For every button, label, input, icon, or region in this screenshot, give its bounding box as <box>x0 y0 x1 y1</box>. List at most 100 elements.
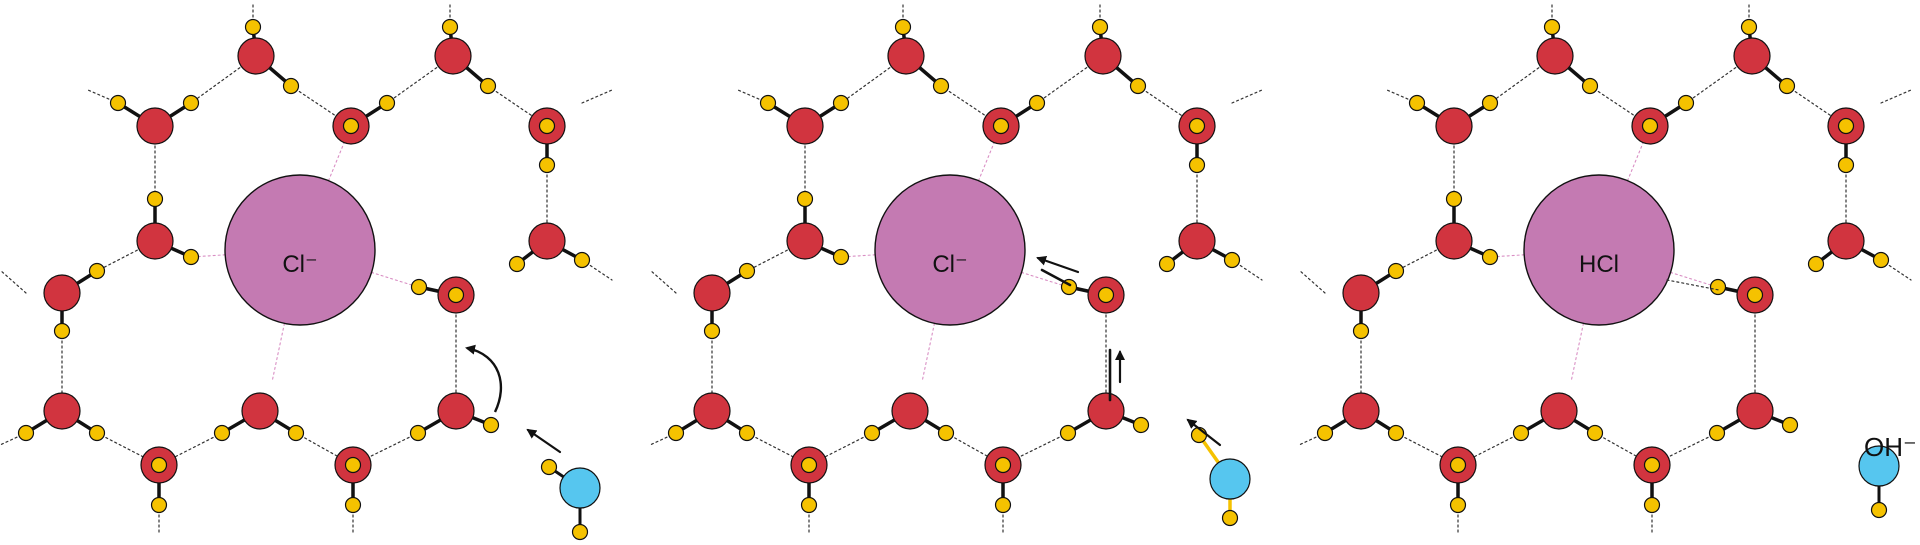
hydrogen-atom <box>1408 94 1426 112</box>
hydrogen-atom <box>282 77 300 95</box>
hydrogen-atom <box>1778 77 1796 95</box>
hydrogen-atom-front <box>538 117 556 135</box>
hydrogen-atom <box>800 496 818 514</box>
hydroxide-hydrogen <box>1221 509 1239 527</box>
oxygen-atom <box>437 392 475 430</box>
hydrogen-atom <box>482 416 500 434</box>
hydrogen-bond <box>1880 89 1912 104</box>
hydrogen-atom <box>1781 416 1799 434</box>
hydrogen-atom <box>1512 424 1530 442</box>
hydrogen-atom <box>1481 248 1499 266</box>
hydrogen-bond <box>1395 432 1459 466</box>
oxygen-atom <box>786 107 824 145</box>
hydrogen-atom <box>832 248 850 266</box>
oxygen-atom <box>1435 107 1473 145</box>
hydrogen-bond <box>1298 269 1326 294</box>
hydrogen-atom <box>759 94 777 112</box>
oxygen-atom <box>1540 392 1578 430</box>
oxygen-atom <box>528 222 566 260</box>
oxygen-atom <box>237 37 275 75</box>
hydrogen-atom <box>213 424 231 442</box>
hydrogen-atom <box>182 94 200 112</box>
hydrogen-atom-front <box>1641 117 1659 135</box>
hydrogen-atom <box>703 322 721 340</box>
hydrogen-atom <box>832 94 850 112</box>
oxygen-atom <box>693 392 731 430</box>
oxygen-atom <box>136 222 174 260</box>
arrow-to-chloride <box>1036 255 1080 274</box>
ion-sphere <box>874 174 1026 326</box>
hydrogen-atom <box>932 77 950 95</box>
hydrogen-atom-front <box>1837 117 1855 135</box>
hydrogen-atom <box>1581 77 1599 95</box>
oxygen-atom <box>136 107 174 145</box>
oxygen-atom <box>693 274 731 312</box>
hydrogen-atom <box>1807 255 1825 273</box>
oxygen-atom <box>1733 37 1771 75</box>
hydroxide-label: OH⁻ <box>1864 432 1917 462</box>
arrow-proton-transfer <box>1186 418 1222 447</box>
oxygen-atom <box>1342 392 1380 430</box>
hydrogen-atom <box>738 262 756 280</box>
hydrogen-bond <box>581 89 613 104</box>
hydrogen-atom <box>796 190 814 208</box>
curved-arrow <box>465 344 503 413</box>
hydrogen-atom <box>1677 94 1695 112</box>
hydrogen-atom <box>1740 18 1758 36</box>
hydrogen-atom <box>508 255 526 273</box>
hydrogen-bond <box>1685 55 1753 104</box>
hydrogen-atom <box>150 496 168 514</box>
hydrogen-atom-front <box>447 286 465 304</box>
hydroxide-hydrogen <box>540 458 558 476</box>
oxygen-atom <box>1342 274 1380 312</box>
hydrogen-bond <box>0 269 27 294</box>
hydrogen-atom <box>667 424 685 442</box>
hydrogen-atom <box>1091 18 1109 36</box>
hydrogen-bond <box>190 55 257 104</box>
hydrogen-atom <box>1387 424 1405 442</box>
hydrogen-atom <box>378 94 396 112</box>
hydrogen-bond <box>840 55 907 104</box>
hydrogen-atom <box>409 424 427 442</box>
hydrogen-atom <box>1872 251 1890 269</box>
oxygen-atom <box>43 274 81 312</box>
hydrogen-atom <box>146 190 164 208</box>
hydrogen-atom-front <box>1643 456 1661 474</box>
hydrogen-atom <box>182 248 200 266</box>
hydrogen-atom <box>88 424 106 442</box>
hydrogen-bond <box>649 269 677 294</box>
oxygen-atom <box>1087 392 1125 430</box>
hydrogen-bond <box>1231 89 1263 104</box>
oxygen-atom <box>434 37 472 75</box>
panel-1-chloride-solvated <box>0 4 613 541</box>
hydrogen-atom <box>410 278 428 296</box>
hydrogen-atom-front <box>342 117 360 135</box>
hydrogen-bond <box>96 432 160 466</box>
hydrogen-atom <box>1129 77 1147 95</box>
hydroxide-oxygen <box>1858 445 1900 487</box>
hydrogen-atom <box>479 77 497 95</box>
hydrogen-atom <box>287 424 305 442</box>
hydrogen-bond <box>1489 55 1556 104</box>
ion-label-3: HCl <box>1579 251 1619 278</box>
ion-sphere <box>224 174 376 326</box>
hydrogen-atom-front <box>1746 286 1764 304</box>
hydrogen-atom <box>1387 262 1405 280</box>
hydrogen-atom <box>109 94 127 112</box>
hydrogen-atom <box>244 18 262 36</box>
hydrogen-atom <box>1481 94 1499 112</box>
hydrogen-atom <box>1837 156 1855 174</box>
hydrogen-atom <box>863 424 881 442</box>
hydrogen-atom <box>88 262 106 280</box>
hydroxide-oxygen <box>559 467 601 509</box>
oxygen-atom <box>887 37 925 75</box>
hydroxide-hydrogen <box>1870 501 1888 519</box>
hydrogen-bond <box>808 432 873 466</box>
oxygen-atom <box>1084 37 1122 75</box>
oxygen-atom <box>241 392 279 430</box>
hydrogen-atom-front <box>150 456 168 474</box>
hydrogen-atom <box>573 251 591 269</box>
hydrogen-atom-front <box>994 456 1012 474</box>
hydroxide-hydrogen <box>571 523 589 541</box>
